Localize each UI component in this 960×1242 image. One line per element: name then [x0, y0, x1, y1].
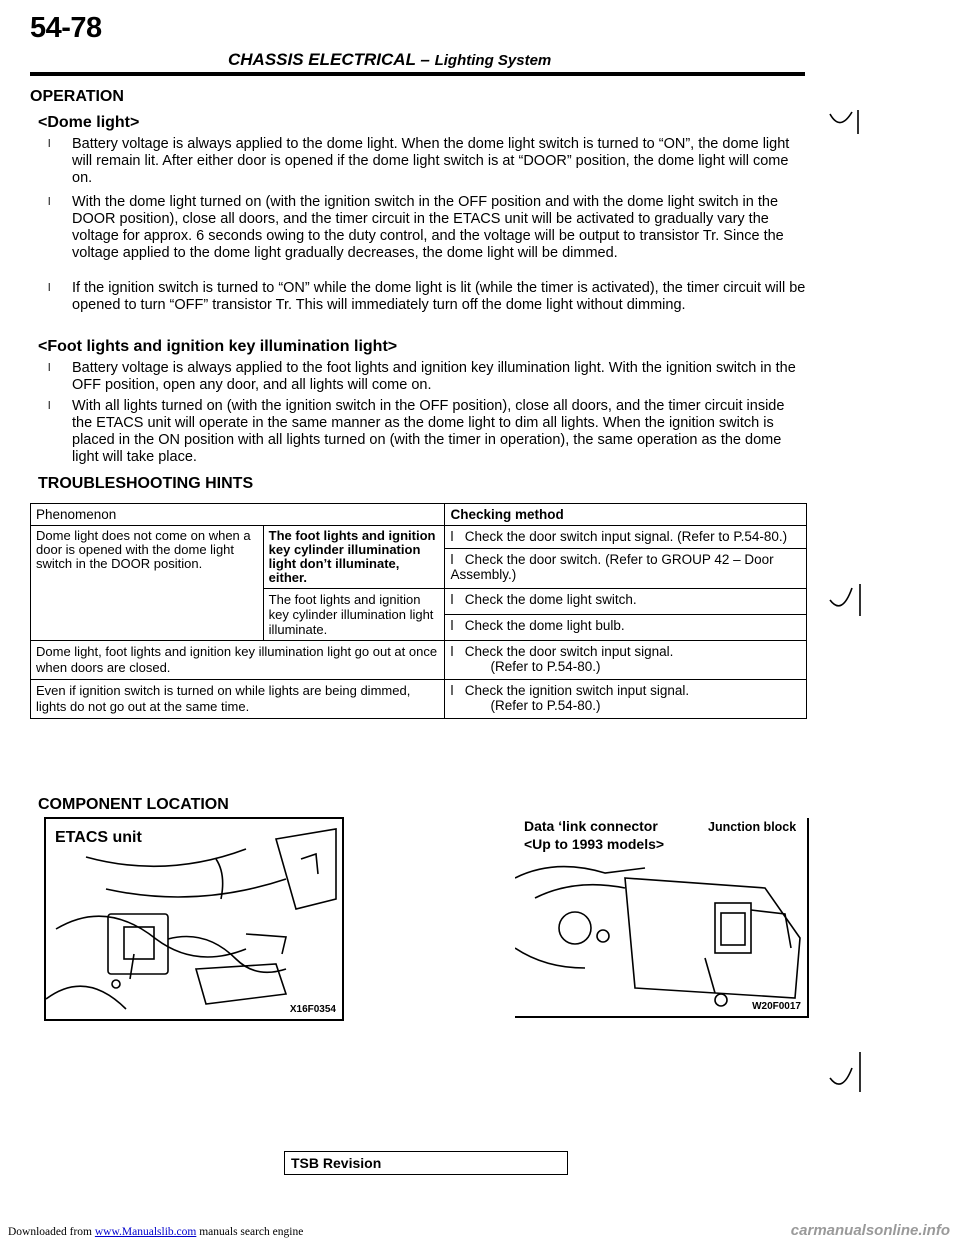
tsb-revision-box: TSB Revision — [284, 1151, 568, 1175]
component-location-heading: COMPONENT LOCATION — [38, 796, 229, 813]
check-text: Check the door switch input signal. — [464, 644, 674, 659]
table-row: The foot lights and ignition key cylinde… — [31, 588, 807, 641]
row1-sub-b-check1: l Check the dome light switch. — [444, 588, 807, 615]
etacs-unit-figure: ETACS unit X16F0354 — [44, 817, 344, 1021]
check-text: Check the door switch. (Refer to GROUP 4… — [450, 552, 774, 583]
check-text: Check the door switch input signal. (Ref… — [464, 529, 788, 544]
dome-bullet-1-text: Battery voltage is always applied to the… — [72, 136, 790, 186]
row3-phenomenon: Even if ignition switch is turned on whi… — [29, 679, 446, 719]
dome-bullet-3-text: If the ignition switch is turned to “ON”… — [72, 280, 806, 313]
section-name: CHASSIS ELECTRICAL — [228, 50, 416, 69]
header-checking-method: Checking method — [444, 503, 807, 526]
margin-tab-mark — [829, 1052, 861, 1092]
bullet-marker: l — [450, 618, 454, 633]
title-dash: – — [420, 50, 430, 69]
dome-bullet-2: l With the dome light turned on (with th… — [48, 194, 807, 262]
download-footer: Downloaded from www.Manualslib.com manua… — [8, 1226, 303, 1238]
data-link-connector-label: Data ‘link connector — [521, 818, 661, 834]
row1-sub-a: The foot lights and ignition key cylinde… — [262, 525, 446, 589]
table-header-row: Phenomenon Checking method — [29, 503, 807, 526]
bullet-marker: l — [48, 362, 51, 374]
row1-sub-a-check1: l Check the door switch input signal. (R… — [444, 524, 807, 550]
figure-code-right: W20F0017 — [752, 1001, 801, 1012]
bullet-marker: l — [48, 196, 51, 208]
bullet-marker: l — [48, 282, 51, 294]
watermark-text: carmanualsonline.info — [790, 1222, 950, 1239]
foot-light-heading: <Foot lights and ignition key illuminati… — [38, 338, 398, 355]
bullet-marker: l — [450, 644, 454, 659]
etacs-unit-label: ETACS unit — [52, 829, 145, 847]
check-ref: (Refer to P.54-80.) — [490, 659, 601, 674]
bullet-marker: l — [450, 529, 454, 544]
bullet-marker: l — [450, 552, 454, 568]
row1-sub-b: The foot lights and ignition key cylinde… — [262, 588, 446, 641]
row2-check: l Check the door switch input signal. (R… — [444, 640, 807, 680]
check-ref: (Refer to P.54-80.) — [490, 698, 601, 713]
page-number: 54-78 — [30, 12, 102, 44]
bullet-marker: l — [48, 138, 51, 150]
dome-light-heading: <Dome light> — [38, 114, 140, 131]
foot-bullet-2: l With all lights turned on (with the ig… — [48, 398, 807, 466]
junction-block-illustration — [515, 865, 801, 1007]
header-rule — [30, 72, 805, 76]
bullet-marker: l — [48, 400, 51, 412]
tsb-revision-label: TSB Revision — [291, 1155, 382, 1171]
check-text: Check the ignition switch input signal. — [464, 683, 690, 698]
troubleshooting-heading: TROUBLESHOOTING HINTS — [38, 475, 254, 492]
figure-code-left: X16F0354 — [289, 1004, 336, 1015]
dome-bullet-3: l If the ignition switch is turned to “O… — [48, 280, 807, 314]
table-row: Dome light does not come on when a door … — [30, 524, 807, 641]
check-text: Check the dome light bulb. — [464, 618, 625, 633]
operation-heading: OPERATION — [30, 88, 124, 105]
table-row: Even if ignition switch is turned on whi… — [29, 679, 807, 719]
model-year-label: <Up to 1993 models> — [521, 836, 668, 852]
dome-bullet-1: l Battery voltage is always applied to t… — [48, 136, 807, 187]
table-row: l Check the door switch. (Refer to GROUP… — [31, 548, 807, 589]
foot-bullet-1-text: Battery voltage is always applied to the… — [72, 360, 796, 393]
row1-sub-a-check2: l Check the door switch. (Refer to GROUP… — [444, 548, 807, 589]
row1-sub-b-check2: l Check the dome light bulb. — [444, 614, 807, 641]
footer-suffix: manuals search engine — [199, 1226, 304, 1238]
header-phenomenon: Phenomenon — [29, 503, 446, 526]
subsection-name: Lighting System — [434, 52, 552, 69]
dome-bullet-2-text: With the dome light turned on (with the … — [72, 194, 784, 261]
foot-bullet-1: l Battery voltage is always applied to t… — [48, 360, 807, 394]
margin-tab-mark — [829, 584, 861, 616]
row3-check: l Check the ignition switch input signal… — [444, 679, 807, 719]
bullet-marker: l — [450, 683, 454, 698]
table-row: Dome light, foot lights and ignition key… — [29, 640, 807, 680]
page-title: CHASSIS ELECTRICAL – Lighting System — [228, 50, 551, 70]
manualslib-link[interactable]: www.Manualslib.com — [94, 1226, 197, 1238]
margin-tab-mark — [829, 110, 859, 134]
data-link-figure: Data ‘link connector <Up to 1993 models>… — [515, 818, 809, 1018]
troubleshooting-table: Phenomenon Checking method Dome light do… — [29, 503, 807, 719]
footer-prefix: Downloaded from — [8, 1226, 92, 1238]
foot-bullet-2-text: With all lights turned on (with the igni… — [72, 398, 785, 465]
check-text: Check the dome light switch. — [464, 592, 637, 607]
bullet-marker: l — [450, 592, 454, 607]
row1-phenomenon: Dome light does not come on when a door … — [30, 525, 264, 641]
junction-block-label: Junction block — [705, 820, 800, 834]
etacs-unit-illustration — [46, 828, 337, 1010]
row2-phenomenon: Dome light, foot lights and ignition key… — [29, 640, 446, 680]
